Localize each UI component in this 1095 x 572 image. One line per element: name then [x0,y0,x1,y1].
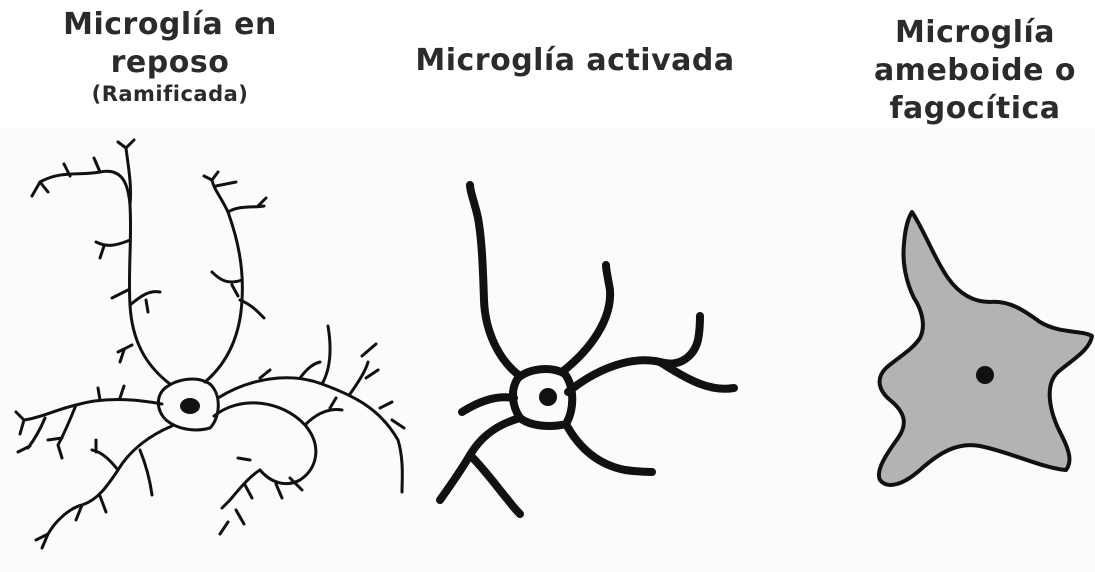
activated-process-5 [566,424,652,472]
activated-nucleus [539,388,557,406]
amoeboid-cell-body [879,212,1092,485]
resting-nucleus [180,398,200,414]
activated-process-7 [470,455,520,514]
activated-microglia-cell [440,185,734,514]
activated-process-1 [470,185,520,376]
amoeboid-nucleus [976,366,994,384]
resting-process-lower-left [48,426,172,534]
resting-process-lower-right [214,403,316,484]
resting-microglia-cell [16,140,404,548]
activated-process-2 [562,265,610,372]
activated-process-3 [568,316,700,392]
activated-process-8 [462,397,514,412]
resting-process-upper-left [40,171,170,384]
activated-process-4 [660,362,734,389]
activated-process-6 [440,418,520,500]
